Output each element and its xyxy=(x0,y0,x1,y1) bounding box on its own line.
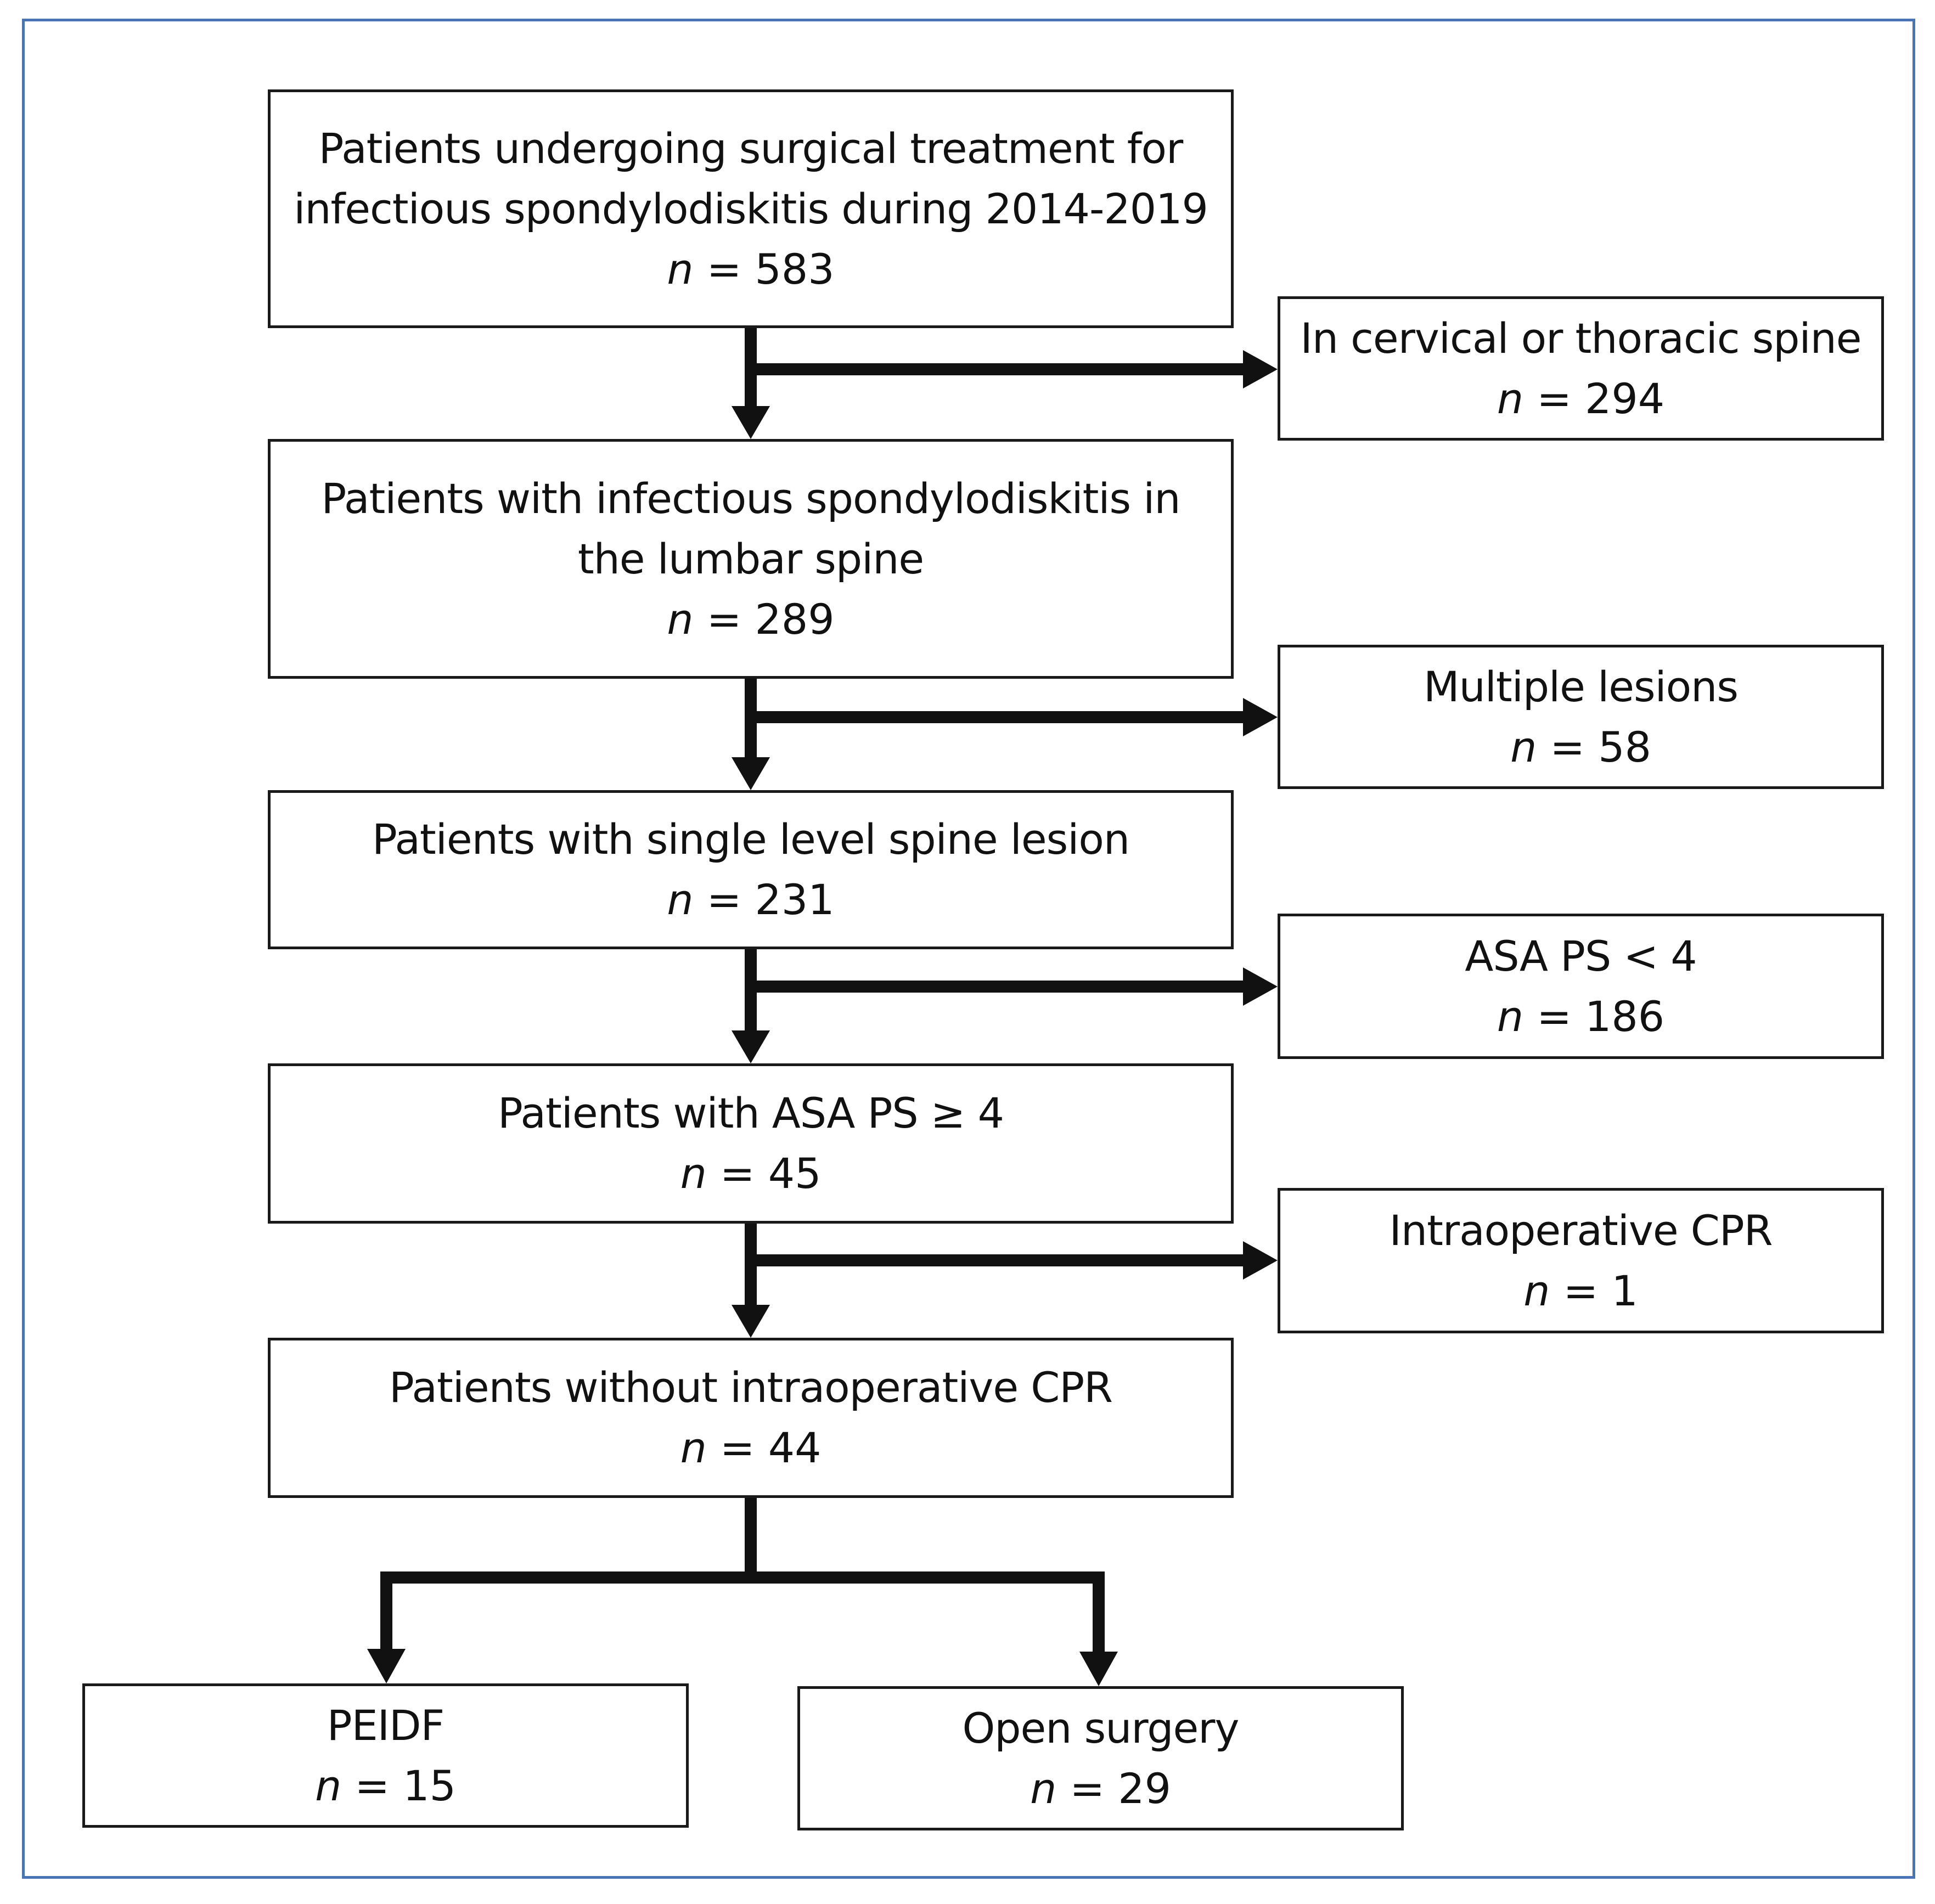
box-count: n = 1 xyxy=(1523,1266,1638,1315)
box-exclusion-multiple-lesions: Multiple lesions n = 58 xyxy=(1278,645,1884,789)
box-count: n = 583 xyxy=(667,244,835,294)
box-outcome-open-surgery: Open surgery n = 29 xyxy=(797,1686,1404,1830)
box-exclusion-cervical-thoracic: In cervical or thoracic spine n = 294 xyxy=(1278,296,1884,441)
box-count: n = 231 xyxy=(667,875,835,924)
box-without-intraoperative-cpr: Patients without intraoperative CPR n = … xyxy=(268,1338,1234,1498)
box-count: n = 58 xyxy=(1510,722,1651,771)
box-text-line: Patients with single level spine lesion xyxy=(372,815,1130,864)
box-count: n = 294 xyxy=(1497,374,1665,423)
arrowhead-right xyxy=(1243,967,1278,1006)
box-asa-ge-4: Patients with ASA PS ≥ 4 n = 45 xyxy=(268,1063,1234,1224)
box-text-line: In cervical or thoracic spine xyxy=(1300,313,1861,363)
box-exclusion-asa-lt-4: ASA PS < 4 n = 186 xyxy=(1278,914,1884,1059)
arrowhead-down xyxy=(732,1030,770,1063)
box-count: n = 15 xyxy=(315,1761,456,1810)
box-lumbar-spine: Patients with infectious spondylodiskiti… xyxy=(268,439,1234,679)
box-text-line: Open surgery xyxy=(962,1703,1239,1753)
box-count: n = 186 xyxy=(1497,992,1665,1041)
arrowhead-down xyxy=(1079,1652,1118,1686)
box-count: n = 289 xyxy=(667,594,835,644)
box-text-line: the lumbar spine xyxy=(577,534,924,583)
box-text-line: PEIDF xyxy=(327,1700,445,1750)
box-count: n = 44 xyxy=(680,1423,822,1472)
box-text-line: ASA PS < 4 xyxy=(1465,931,1697,981)
box-text-line: infectious spondylodiskitis during 2014-… xyxy=(294,184,1208,233)
box-text-line: Patients without intraoperative CPR xyxy=(389,1363,1113,1412)
box-text-line: Patients undergoing surgical treatment f… xyxy=(318,123,1184,173)
box-count: n = 45 xyxy=(680,1149,822,1198)
box-text-line: Intraoperative CPR xyxy=(1389,1206,1773,1255)
arrowhead-right xyxy=(1243,698,1278,736)
box-all-patients: Patients undergoing surgical treatment f… xyxy=(268,89,1234,328)
arrowhead-down xyxy=(732,757,770,790)
arrowhead-down xyxy=(732,406,770,439)
box-text-line: Multiple lesions xyxy=(1424,662,1739,711)
box-single-level-lesion: Patients with single level spine lesion … xyxy=(268,790,1234,949)
diagram-frame xyxy=(22,19,1915,1879)
box-outcome-peidf: PEIDF n = 15 xyxy=(82,1683,689,1828)
box-text-line: Patients with ASA PS ≥ 4 xyxy=(498,1089,1004,1137)
arrowhead-right xyxy=(1243,350,1278,388)
arrowhead-right xyxy=(1243,1241,1278,1280)
box-text-line: Patients with infectious spondylodiskiti… xyxy=(321,474,1180,523)
box-exclusion-intraoperative-cpr: Intraoperative CPR n = 1 xyxy=(1278,1188,1884,1333)
arrowhead-down xyxy=(732,1305,770,1338)
box-count: n = 29 xyxy=(1030,1764,1171,1813)
arrowhead-down xyxy=(367,1649,406,1683)
